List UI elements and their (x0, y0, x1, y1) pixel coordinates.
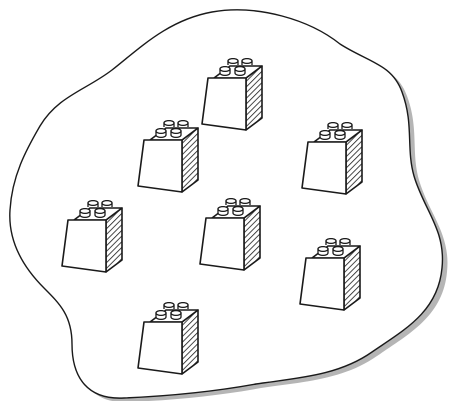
illustration-canvas (9, 9, 448, 401)
